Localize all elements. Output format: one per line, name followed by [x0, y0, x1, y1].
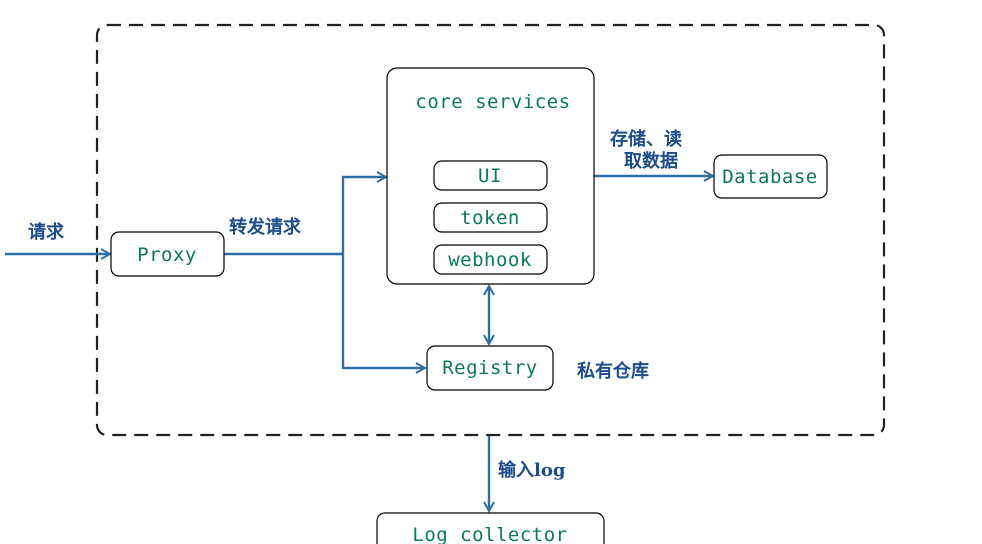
database-label: Database — [722, 166, 818, 188]
store-read-label-line2: 取数据 — [624, 150, 678, 172]
log-collector-box — [376, 512, 605, 544]
token-label: token — [460, 207, 520, 229]
webhook-box — [433, 244, 548, 275]
arrow-to-registry — [341, 254, 425, 368]
core-services-title: core services — [415, 91, 570, 113]
registry-box — [426, 345, 554, 391]
arrow-to-core-services — [341, 177, 386, 254]
ui-label: UI — [478, 165, 502, 187]
proxy-box — [110, 231, 225, 277]
registry-label: Registry — [442, 357, 538, 379]
request-label: 请求 — [28, 221, 65, 243]
database-box — [713, 154, 828, 199]
proxy-label: Proxy — [137, 244, 197, 266]
webhook-label: webhook — [448, 249, 532, 271]
ui-box — [433, 160, 548, 191]
input-log-label: 输入log — [498, 459, 566, 481]
token-box — [433, 202, 548, 233]
private-registry-label: 私有仓库 — [577, 360, 649, 382]
system-boundary — [95, 23, 886, 437]
forward-request-label: 转发请求 — [229, 216, 302, 238]
store-read-label-line1: 存储、读 — [610, 128, 682, 150]
log-collector-label: Log collector — [412, 524, 567, 544]
